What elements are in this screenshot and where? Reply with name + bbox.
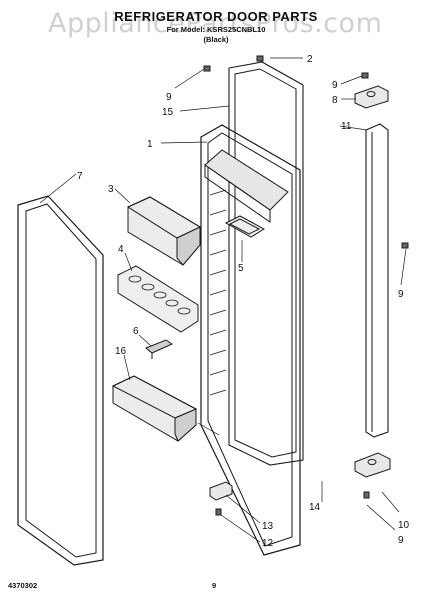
callout-10: 10 [398,520,410,531]
door-panel [228,61,304,466]
callout-9-top-right: 9 [332,80,338,91]
diagram-title: REFRIGERATOR DOOR PARTS [114,9,318,24]
callout-2: 2 [307,54,313,65]
callout-9-top-left: 9 [166,92,172,103]
door-bin-lower [111,375,198,442]
page-number: 9 [212,581,217,590]
callout-15: 15 [162,107,174,118]
callout-7: 7 [77,171,83,182]
handle-trim [365,123,389,438]
egg-tray [117,265,199,333]
callout-12: 12 [262,538,274,549]
hinge-bottom [354,452,391,478]
color-line: (Black) [203,35,229,44]
callout-9-bottom: 9 [398,535,404,546]
callout-11: 11 [341,121,352,132]
callout-1: 1 [147,139,153,150]
callout-4: 4 [118,244,124,255]
model-line: For Model: KSRS25CNBL10 [166,25,266,34]
door-liner [200,124,301,556]
leader-lines [39,57,407,543]
hinge-top [354,85,389,109]
small-tray [224,215,265,238]
callout-5: 5 [238,263,244,274]
callout-14: 14 [309,502,321,513]
callout-8: 8 [332,95,338,106]
document-number: 4370302 [8,581,38,590]
callout-9-right: 9 [398,289,404,300]
callout-3: 3 [108,184,114,195]
door-bin-upper [126,196,202,266]
shelf-clip [145,339,174,359]
door-gasket [17,195,104,566]
callout-13: 13 [262,521,274,532]
callout-6: 6 [133,326,139,337]
callouts: 1 2 3 4 5 6 7 8 9 9 9 9 10 11 12 13 14 1… [77,54,410,549]
callout-16: 16 [115,346,127,357]
screws [203,55,409,516]
